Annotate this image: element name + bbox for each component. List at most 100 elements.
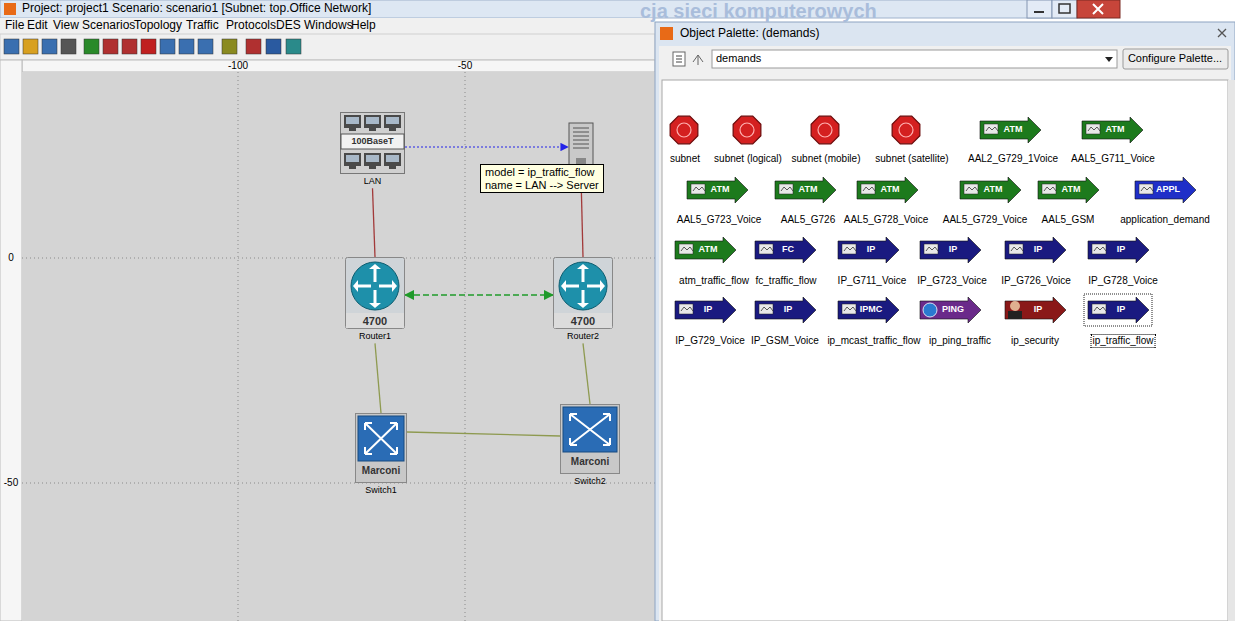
- pc-stand: [369, 166, 376, 169]
- icon-text: IPMC: [860, 304, 883, 314]
- node-name: Router1: [325, 331, 425, 341]
- pc-screen: [346, 155, 359, 162]
- network-link: [407, 432, 560, 436]
- flow-glyph-line: [863, 187, 875, 191]
- palette-item-name: AAL5_G728_Voice: [844, 214, 929, 226]
- switch-face: [358, 416, 404, 461]
- router-arrow-shaft: [582, 290, 585, 303]
- palette-dropdown: [712, 50, 1117, 68]
- palette-item-name: IP_G711_Voice: [838, 275, 907, 287]
- flow-glyph-line: [681, 247, 693, 251]
- router-arrow: [353, 280, 358, 292]
- switch-face: [563, 407, 617, 452]
- toolbar-icon: [4, 39, 19, 54]
- toolbar-icon: [160, 39, 175, 54]
- configure-button: [1123, 49, 1228, 69]
- palette-item-name: AAL5_G723_Voice: [677, 214, 762, 226]
- flow-glyph-line: [926, 247, 938, 251]
- demand-arrow-icon: [1005, 237, 1066, 263]
- toolbar-icon: [246, 39, 261, 54]
- flow-glyph: [759, 244, 773, 254]
- network-link: [373, 188, 376, 257]
- router-arrow: [577, 303, 589, 308]
- palette-item-name: IP_GSM_Voice: [751, 335, 819, 347]
- node-name: Switch2: [540, 476, 640, 486]
- palette-close-glyph: [1218, 29, 1226, 37]
- demand-arrow-icon: [1088, 237, 1149, 263]
- flow-glyph: [924, 244, 938, 254]
- lan-body: [341, 113, 405, 174]
- subnet-icon-mark: [677, 123, 691, 137]
- pc-stand: [349, 128, 356, 131]
- switch-node: MarconiSwitch1: [355, 413, 407, 495]
- toolbar-icon: [103, 39, 118, 54]
- palette-item-name: ip_mcast_traffic_flow: [827, 335, 920, 347]
- server-slot: [573, 128, 589, 129]
- flow-glyph: [679, 304, 693, 314]
- demand-arrow-icon: [775, 177, 836, 203]
- pc-stand: [349, 166, 356, 169]
- network-link: [405, 294, 553, 296]
- demand-arrow-icon: [1088, 297, 1149, 323]
- demand-arrow-icon: [687, 177, 748, 203]
- workspace-canvas: [22, 72, 655, 621]
- toolbar-icon: [122, 39, 137, 54]
- grid-lines: [22, 72, 655, 621]
- palette-window: [655, 22, 1235, 621]
- palette-item-name: subnet (satellite): [875, 153, 948, 165]
- flow-glyph-line: [681, 307, 693, 311]
- palette-item-name: ip_ping_traffic: [929, 335, 991, 347]
- palette-item-name: ip_security: [1011, 335, 1059, 347]
- router-arrow: [600, 280, 605, 292]
- menu-item: Edit: [27, 19, 48, 33]
- menu-item: Scenarios: [82, 19, 135, 33]
- flow-glyph-line: [966, 187, 978, 191]
- demand-arrow-icon: [675, 297, 736, 323]
- palette-item-name: IP_G728_Voice: [1088, 275, 1158, 287]
- demand-arrow-icon: [980, 117, 1041, 143]
- flow-glyph-line: [844, 307, 856, 311]
- router-arrow-shaft: [379, 285, 392, 288]
- model-badge: 4700: [553, 315, 613, 328]
- icon-text: IP: [1034, 304, 1043, 314]
- palette-body: [659, 46, 1231, 621]
- selection-frame: [1084, 294, 1152, 326]
- model-badge: Marconi: [355, 465, 407, 477]
- palette-list-lines: [676, 56, 682, 62]
- tool-bar: [0, 34, 655, 60]
- flow-glyph-line: [1011, 247, 1023, 251]
- subnet-icon: [811, 116, 839, 144]
- palette-up-icon: [693, 55, 703, 65]
- toolbar-icon: [141, 39, 156, 54]
- router-body: [346, 258, 405, 329]
- palette-item-name: IP_G723_Voice: [917, 275, 987, 287]
- flow-glyph: [861, 184, 875, 194]
- model-badge: 4700: [345, 315, 405, 328]
- person-body: [1008, 311, 1022, 319]
- flow-glyph: [691, 184, 705, 194]
- maximize-glyph: [1059, 4, 1070, 13]
- pc-monitor: [344, 153, 361, 166]
- server-slot: [573, 148, 589, 149]
- demand-arrow-icon: [920, 237, 981, 263]
- flow-glyph: [842, 244, 856, 254]
- icon-text: IP: [1117, 304, 1126, 314]
- server-slot: [573, 144, 589, 145]
- network-link: [375, 343, 381, 413]
- toolbar-icon: [84, 39, 99, 54]
- palette-item-name: IP_G726_Voice: [1001, 275, 1071, 287]
- flow-glyph-line: [761, 307, 773, 311]
- palette-app-icon: [660, 27, 673, 40]
- icon-text: ATM: [1062, 184, 1081, 194]
- toolbar-icon: [198, 39, 213, 54]
- pc-stand: [369, 128, 376, 131]
- palette-scrollbar: [1228, 80, 1235, 621]
- flow-glyph: [1009, 244, 1023, 254]
- model-badge: Marconi: [560, 456, 620, 468]
- flow-glyph: [1092, 304, 1106, 314]
- demand-arrow-icon: [755, 297, 816, 323]
- menu-item: Windows: [304, 19, 353, 33]
- icon-text: IP: [784, 304, 793, 314]
- demand-arrow-icon: [920, 297, 981, 323]
